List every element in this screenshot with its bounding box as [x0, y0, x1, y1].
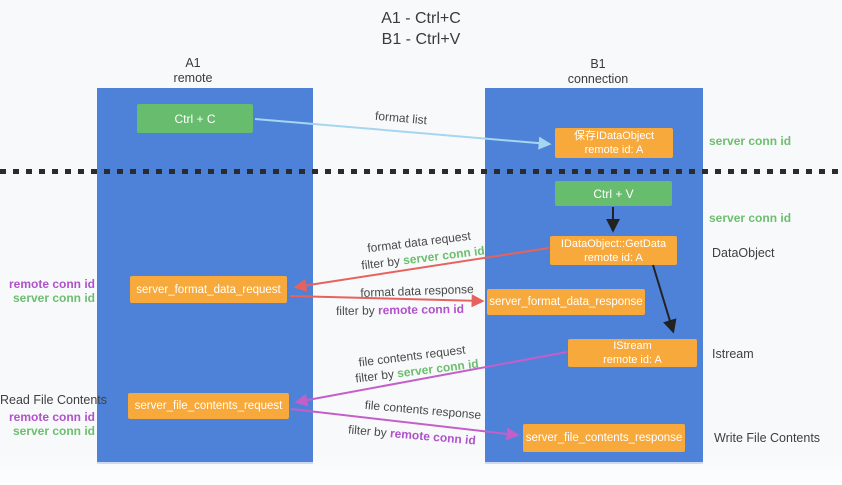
title-line-1: A1 - Ctrl+C	[381, 10, 461, 27]
filter-by-text: filter by	[354, 366, 398, 386]
filter-by-text: filter by	[335, 303, 379, 319]
format-data-response-label: format data response	[360, 282, 474, 300]
istream-line2: remote id: A	[603, 354, 662, 366]
getdata-line2: remote id: A	[584, 251, 643, 264]
read-file-contents-annotation: Read File Contents	[0, 393, 108, 407]
left-column-role: remote	[173, 71, 213, 85]
server-format-data-request-box: server_format_data_request	[130, 276, 287, 303]
format-list-label: format list	[374, 108, 428, 128]
left-column-header: A1 remote	[174, 56, 213, 86]
right-column-header: B1 connection	[568, 57, 628, 87]
server-format-data-request-label: server_format_data_request	[136, 283, 281, 296]
getdata-line1: IDataObject::GetData	[560, 237, 667, 250]
server-file-contents-response-label: server_file_contents_response	[525, 432, 683, 444]
dataobject-annotation: DataObject	[712, 246, 775, 260]
server-conn-id-annotation-mid: server conn id	[709, 211, 792, 225]
filter-by-text: filter by	[360, 253, 404, 273]
ctrl-v-label: Ctrl + V	[593, 186, 634, 201]
server-file-contents-request-label: server_file_contents_request	[134, 400, 283, 412]
ctrl-v-box: Ctrl + V	[555, 181, 672, 206]
right-column-role: connection	[567, 72, 629, 86]
save-dataobject-line1: 保存IDataObject	[573, 130, 655, 142]
istream-box: IStream remote id: A	[568, 339, 697, 367]
remote-conn-id-annotation-bottom: remote conn id	[8, 410, 95, 424]
left-column-name: A1	[185, 56, 201, 70]
left-conn-id-stack-bottom: remote conn id server conn id	[0, 410, 95, 438]
save-dataobject-box: 保存IDataObject remote id: A	[555, 128, 673, 158]
filter-by-text: filter by	[347, 422, 391, 441]
istream-line1: IStream	[613, 340, 652, 352]
server-conn-id-annotation-left-top: server conn id	[12, 291, 95, 305]
ctrl-c-box: Ctrl + C	[137, 104, 253, 133]
format-data-response-filter-label: filter by remote conn id	[336, 302, 464, 318]
remote-conn-id-key: remote conn id	[389, 426, 477, 448]
dashed-separator-line	[0, 169, 842, 174]
remote-conn-id-annotation-top: remote conn id	[8, 277, 95, 291]
istream-annotation: Istream	[712, 347, 754, 361]
ctrl-c-label: Ctrl + C	[174, 111, 216, 126]
save-dataobject-line2: remote id: A	[584, 144, 644, 156]
server-format-data-response-box: server_format_data_response	[487, 289, 645, 315]
file-contents-response-label: file contents response	[364, 397, 482, 423]
server-format-data-response-label: server_format_data_response	[489, 296, 643, 308]
getdata-box: IDataObject::GetData remote id: A	[550, 236, 677, 265]
left-conn-id-stack-top: remote conn id server conn id	[0, 277, 95, 305]
right-column-name: B1	[590, 57, 606, 71]
diagram-title: A1 - Ctrl+C B1 - Ctrl+V	[381, 8, 461, 50]
server-file-contents-response-box: server_file_contents_response	[523, 424, 685, 452]
server-file-contents-request-box: server_file_contents_request	[128, 393, 289, 419]
remote-conn-id-key: remote conn id	[377, 301, 465, 318]
title-line-2: B1 - Ctrl+V	[381, 31, 461, 48]
server-conn-id-annotation-left-bottom: server conn id	[12, 424, 95, 438]
file-contents-response-filter-label: filter by remote conn id	[348, 422, 477, 447]
write-file-contents-annotation: Write File Contents	[714, 431, 821, 445]
server-conn-id-annotation-top: server conn id	[709, 134, 792, 148]
